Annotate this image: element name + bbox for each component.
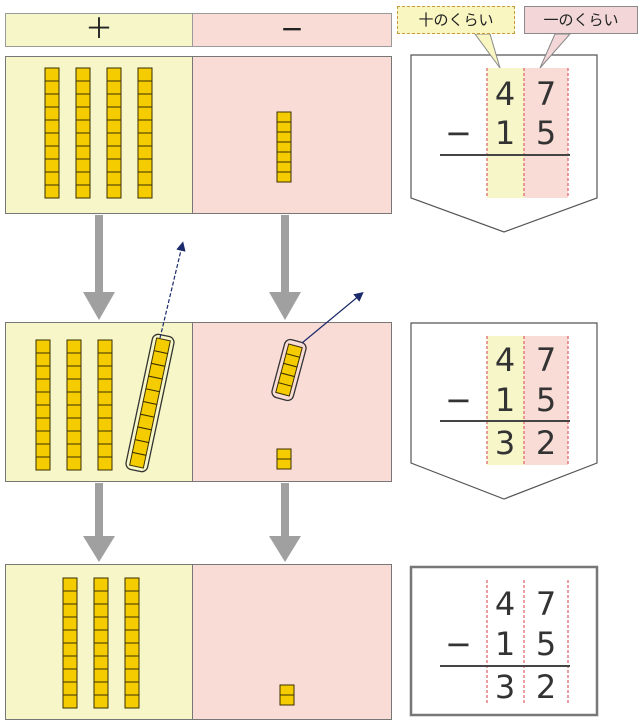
ones-header: − [192, 13, 392, 47]
p1-top-ones: 7 [535, 75, 557, 113]
down-arrow-ones-2 [269, 483, 301, 562]
down-arrow-tens-1 [83, 215, 115, 320]
down-arrow-tens-2 [83, 483, 115, 562]
removed-tens-rod [129, 337, 171, 469]
remove-cubes-pointer [301, 291, 364, 344]
p1-top-tens: 4 [494, 75, 516, 113]
p2-top-ones: 7 [535, 341, 557, 379]
down-arrow-ones-1 [269, 215, 301, 320]
p2-bottom-tens: 1 [494, 381, 516, 419]
tens-rod [137, 67, 153, 199]
tens-rod [97, 339, 113, 471]
ones-cubes [276, 448, 292, 470]
tens-rod [66, 339, 82, 471]
tens-panel-step1 [5, 56, 193, 214]
p3-top-ones: 7 [535, 585, 557, 623]
p3-bottom-ones: 5 [535, 625, 557, 663]
tens-rod [44, 67, 60, 199]
p2-top-tens: 4 [494, 341, 516, 379]
problem-card-outline-3 [409, 565, 599, 717]
tens-rod [62, 577, 78, 709]
p3-bottom-tens: 1 [494, 625, 516, 663]
removed-ones-cubes [275, 343, 303, 397]
p1-bottom-ones: 5 [535, 114, 557, 152]
tens-header: ＋ [5, 13, 193, 47]
tens-rod [35, 339, 51, 471]
ones-panel-step1 [192, 56, 392, 214]
remove-rod-pointer [159, 241, 186, 339]
p1-minus-sign: − [445, 114, 472, 152]
ones-cubes [279, 684, 295, 706]
ones-cubes [276, 111, 292, 183]
tens-place-tag: 十のくらい [397, 6, 515, 34]
p3-answer-ones: 2 [535, 668, 557, 706]
removed-rod-outline [125, 333, 175, 473]
p2-answer-ones: 2 [535, 424, 557, 462]
p1-bottom-tens: 1 [494, 114, 516, 152]
tens-rod [106, 67, 122, 199]
ones-place-tag: 一のくらい [524, 6, 638, 34]
tens-rod [93, 577, 109, 709]
removed-cubes-outline [271, 338, 307, 402]
p3-minus-sign: − [445, 625, 472, 663]
p3-answer-tens: 3 [494, 668, 516, 706]
p2-minus-sign: − [445, 381, 472, 419]
tens-rod [124, 577, 140, 709]
p2-answer-tens: 3 [494, 424, 516, 462]
p3-top-tens: 4 [494, 585, 516, 623]
p2-bottom-ones: 5 [535, 381, 557, 419]
ones-tag-pointer [539, 33, 572, 69]
tens-tag-pointer [474, 33, 501, 69]
tens-rod [75, 67, 91, 199]
